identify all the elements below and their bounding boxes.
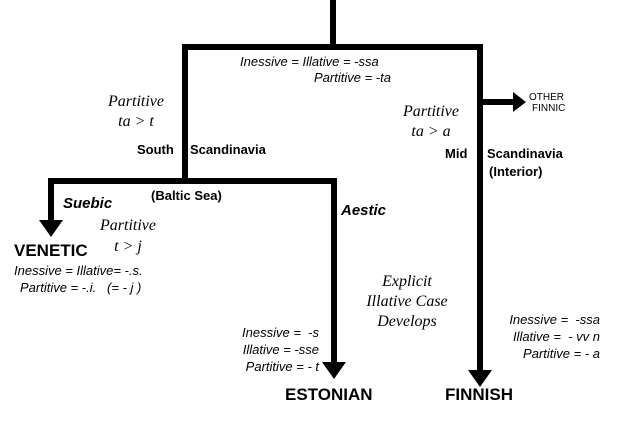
estonian-name: ESTONIAN [285, 385, 373, 404]
venetic-name: VENETIC [14, 241, 88, 260]
aestic-development-2: Illative Case [366, 293, 448, 310]
finnish-feature-1: Inessive = -ssa [509, 312, 600, 327]
finnish-name: FINNISH [445, 385, 513, 404]
finnish-feature-2: Illative = - vv n [512, 329, 600, 344]
aestic-development-3: Develops [377, 313, 437, 330]
left-sound-change-rule: ta > t [118, 113, 154, 130]
region-scandinavia-south: Scandinavia [190, 142, 266, 157]
other-finnic-label-2: FINNIC [532, 103, 566, 114]
suebic-vertical-branch [48, 178, 54, 222]
other-finnic-label-1: OTHER [529, 92, 564, 103]
baltic-horizontal-bar [48, 178, 337, 184]
top-horizontal-bar [182, 44, 483, 50]
other-finnic-connector [483, 99, 514, 105]
suebic-label: Suebic [63, 195, 113, 212]
estonian-feature-3: Partitive = - t [245, 359, 319, 374]
region-baltic-sea: (Baltic Sea) [151, 188, 222, 203]
region-interior: (Interior) [489, 164, 543, 179]
right-sound-change-title: Partitive [403, 103, 459, 120]
region-scandinavia-mid: Scandinavia [487, 146, 563, 161]
left-sound-change-title: Partitive [108, 93, 164, 110]
region-mid: Mid [445, 146, 468, 161]
venetic-feature-1: Inessive = Illative= -.s. [14, 263, 143, 278]
root-features-line-1: Inessive = Illative = -ssa [240, 54, 379, 69]
right-sound-change-rule: ta > a [411, 123, 451, 140]
estonian-arrowhead-icon [322, 362, 346, 379]
aestic-label: Aestic [341, 202, 387, 219]
left-vertical-branch [182, 44, 188, 184]
venetic-arrowhead-icon [39, 220, 63, 237]
finnish-feature-3: Partitive = - a [523, 346, 600, 361]
estonian-feature-2: Illative = -sse [242, 342, 319, 357]
aestic-vertical-branch [331, 178, 337, 364]
aestic-development-1: Explicit [382, 273, 432, 290]
venetic-feature-2: Partitive = -.i. (= - j ) [20, 280, 142, 295]
estonian-feature-1: Inessive = -s [242, 325, 319, 340]
region-south: South [137, 142, 174, 157]
suebic-sound-change-title: Partitive [100, 217, 156, 234]
root-trunk [330, 0, 336, 50]
suebic-sound-change-rule: t > j [114, 238, 142, 255]
root-features-line-2: Partitive = -ta [314, 70, 391, 85]
finnish-arrowhead-icon [468, 370, 492, 387]
right-vertical-branch [477, 44, 483, 372]
other-finnic-arrowhead-icon [513, 92, 526, 112]
